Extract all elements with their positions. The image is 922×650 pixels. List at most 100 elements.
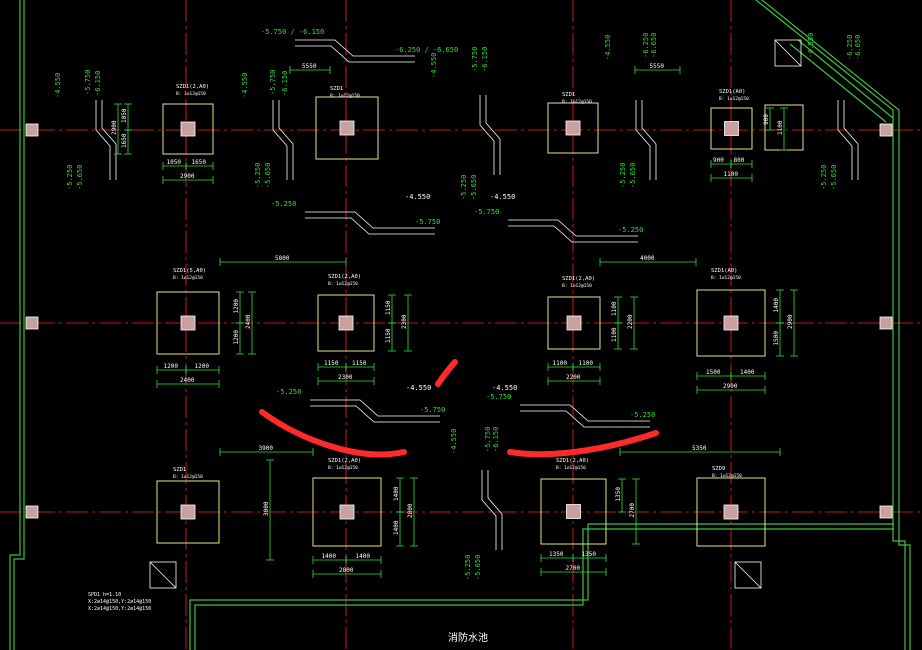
elev-vertical-10: -6.250 <box>642 33 650 58</box>
footing-tag-11: SZD9 <box>712 466 725 472</box>
markup-tick <box>435 359 458 387</box>
elev-vertical-25: -4.550 <box>450 429 458 454</box>
legend-line-1: SPD1 h=1.10 <box>88 592 121 598</box>
step-line-2 <box>310 405 440 423</box>
legend-block: SPD1 h=1.10 X:2∅14@150,Y:2∅14@150 X:2∅14… <box>88 592 151 612</box>
footing-b1-column <box>180 315 196 331</box>
dim-c2-v2-label: 1400 <box>393 520 400 535</box>
elev-vertical-1: -5.750 <box>84 70 92 95</box>
footing-c3-column <box>566 504 581 519</box>
elev-vertical-28: -5.250 <box>464 555 472 580</box>
footing-b1 <box>156 291 220 355</box>
elev-h-1: -4.550 <box>405 193 430 201</box>
footing-c2 <box>312 477 382 547</box>
elev-vertical-7: -5.750 <box>471 47 479 72</box>
step-v-1-b <box>101 100 117 180</box>
footing-b3-column <box>566 315 582 331</box>
step-line-2 <box>520 410 650 428</box>
footing-note-2: B: 1∅12@150 <box>562 99 592 105</box>
step-v-3-b <box>485 95 501 175</box>
wall-right-inner <box>755 0 906 650</box>
elev-vertical-0: -4.550 <box>54 73 62 98</box>
dim-b4-v1-label: 1400 <box>773 298 780 313</box>
elev-vertical-8: -6.150 <box>481 47 489 72</box>
dim-span-3-label: 3900 <box>259 445 274 452</box>
footing-note-9: B: 1∅12@150 <box>328 465 358 471</box>
dim-b2-v2-label: 1150 <box>385 328 392 343</box>
footing-tag-5: SZD1(2,A0) <box>328 274 361 280</box>
footing-tag-3: SZD1(A0) <box>719 89 746 95</box>
elev-vertical-24: -5.650 <box>830 165 838 190</box>
footing-a2 <box>315 96 379 160</box>
footing-note-11: B: 1∅12@150 <box>712 473 742 479</box>
dim-a1-2-label: 1650 <box>192 159 207 166</box>
pool-wall-outer <box>189 523 894 650</box>
dim-c3-3-label: 2700 <box>566 565 581 572</box>
elev-label: -6.250 / -6.650 <box>395 46 458 54</box>
elev-label: -5.750 <box>420 406 445 414</box>
footing-a4-column <box>724 121 739 136</box>
dim-a1-v1-label: 1050 <box>121 108 128 123</box>
elev-label: -5.250 <box>630 411 655 419</box>
hatch-box-diag-0 <box>149 561 177 589</box>
dim-a4-v2-label: 1100 <box>777 120 784 135</box>
dim-top-1-label: 5550 <box>302 63 317 70</box>
step-v-4-b <box>641 100 657 180</box>
wall-chamfer-inner-2 <box>789 43 887 123</box>
step-line-2 <box>305 217 435 235</box>
elev-label: -5.250 <box>618 226 643 234</box>
wall-right-outer <box>761 0 911 650</box>
step-line <box>520 404 650 422</box>
dim-b2-1-label: 1150 <box>324 360 339 367</box>
dim-c2-1-label: 1400 <box>322 553 337 560</box>
dim-a1-v2-label: 1650 <box>121 133 128 148</box>
dim-b2-3-label: 2300 <box>338 374 353 381</box>
footing-a1 <box>162 103 214 155</box>
dim-b4-v3-label: 2900 <box>787 314 794 329</box>
footing-note-4: B: 1∅12@150 <box>173 275 203 281</box>
dim-b4-3-label: 2900 <box>723 383 738 390</box>
red-markup <box>259 359 659 458</box>
step-line <box>508 219 638 237</box>
elevation-layer: -5.750 / -6.150-6.250 / -6.650-5.250-5.7… <box>54 28 862 580</box>
elev-vertical-23: -5.250 <box>820 165 828 190</box>
step-line <box>310 399 440 417</box>
elev-vertical-29: -5.650 <box>474 555 482 580</box>
step-v-4 <box>635 100 651 180</box>
elev-h-2: -4.550 <box>490 193 515 201</box>
dim-b3-v2-label: 1100 <box>611 327 618 342</box>
footing-a4 <box>710 107 753 150</box>
hatch-box-1 <box>734 561 762 589</box>
step-line-2 <box>295 45 415 63</box>
dim-b4-v2-label: 1500 <box>773 331 780 346</box>
dim-c3-2-label: 1350 <box>582 551 597 558</box>
elev-vertical-6: -4.550 <box>430 53 438 78</box>
elev-label: -5.750 <box>415 218 440 226</box>
dim-c2-v3-label: 2800 <box>407 503 414 518</box>
wall-column-0 <box>25 123 39 137</box>
footing-b4-column <box>723 315 739 331</box>
pool-label: 消防水池 <box>448 631 488 644</box>
dim-b1-v1-label: 1200 <box>233 299 240 314</box>
elev-vertical-11: -6.650 <box>650 33 658 58</box>
step-v-3 <box>479 95 495 175</box>
elev-vertical-15: -5.250 <box>66 165 74 190</box>
dim-a4-2-label: 800 <box>734 157 745 164</box>
wall-column-1 <box>25 316 39 330</box>
footing-c1-column <box>180 504 196 520</box>
step-line <box>295 39 415 57</box>
footing-b2-column <box>338 315 354 331</box>
elev-vertical-13: -6.250 <box>846 35 854 60</box>
dim-b4-1-label: 1500 <box>706 369 721 376</box>
wall-column-2 <box>25 505 39 519</box>
dim-b3-2-label: 1100 <box>579 360 594 367</box>
elev-vertical-14: -6.650 <box>854 35 862 60</box>
dim-b1-1-label: 1200 <box>164 363 179 370</box>
footing-c4-column <box>723 504 739 520</box>
footing-c3 <box>540 478 607 545</box>
wall-left-outer <box>9 0 21 650</box>
dim-b3-v1-label: 1100 <box>611 301 618 316</box>
elev-vertical-22: -5.650 <box>629 163 637 188</box>
